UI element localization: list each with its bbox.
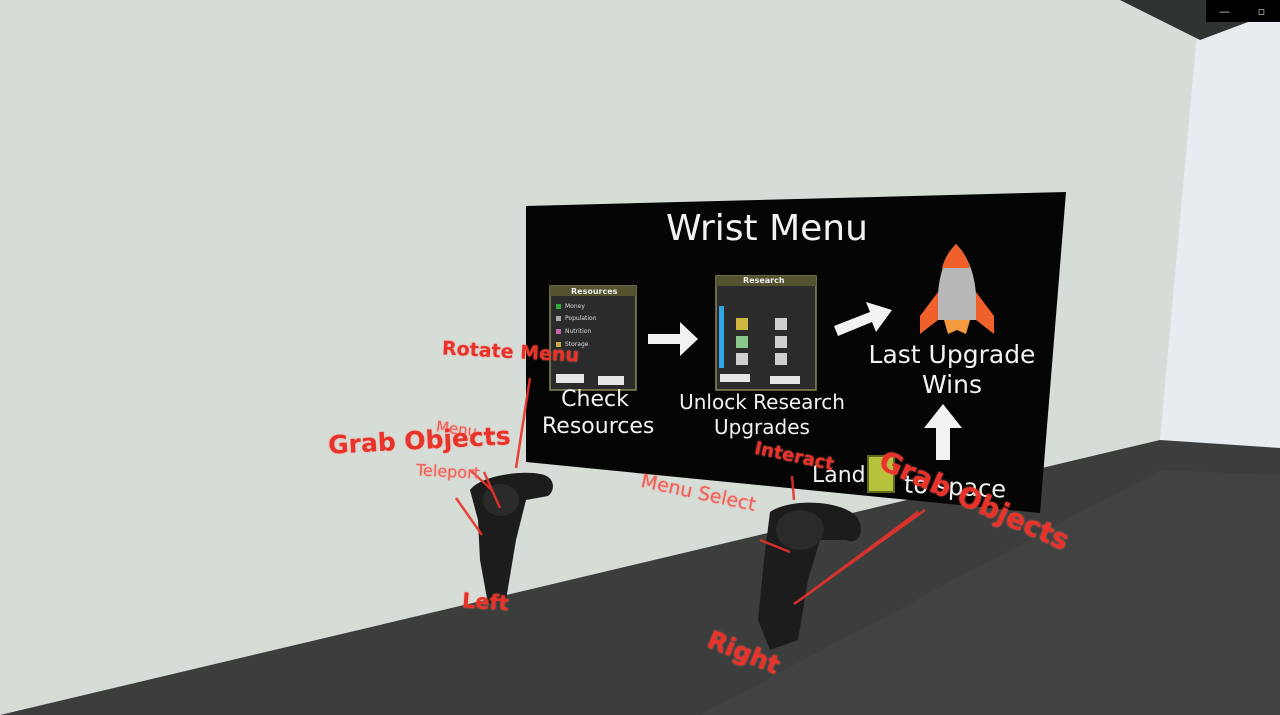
- right-controller[interactable]: [758, 502, 861, 650]
- research-progress-bar: [719, 306, 724, 368]
- step-last-upgrade: Last Upgrade Wins: [868, 340, 1036, 399]
- step-land-label: Land: [812, 463, 866, 488]
- resources-button-right: [598, 376, 624, 385]
- arrow-right-icon: [648, 322, 698, 356]
- window-controls: — ▫: [1206, 0, 1280, 22]
- resources-row: Nutrition: [565, 328, 592, 335]
- resources-row: Storage: [565, 341, 589, 348]
- research-panel: [715, 275, 817, 391]
- step-check-resources: Check Resources: [542, 387, 655, 439]
- arrow-up-right-icon: [834, 302, 892, 336]
- rocket-icon: [920, 244, 994, 334]
- resources-button-left: [556, 374, 584, 383]
- resources-panel: [549, 285, 637, 391]
- side-wall: [1160, 0, 1280, 448]
- label-left: Left: [461, 588, 510, 616]
- resources-panel-header: Resources: [571, 287, 618, 296]
- step-unlock-research: Unlock Research Upgrades: [679, 390, 845, 439]
- resources-row: Money: [565, 303, 585, 310]
- resources-row: Population: [565, 315, 597, 322]
- restore-icon[interactable]: ▫: [1257, 4, 1266, 18]
- research-panel-header: Research: [743, 276, 785, 285]
- minimize-icon[interactable]: —: [1219, 4, 1230, 18]
- label-teleport: Teleport: [415, 460, 481, 483]
- board-title: Wrist Menu: [666, 208, 868, 249]
- grab-object-item[interactable]: [867, 455, 895, 493]
- arrow-up-icon: [924, 404, 962, 460]
